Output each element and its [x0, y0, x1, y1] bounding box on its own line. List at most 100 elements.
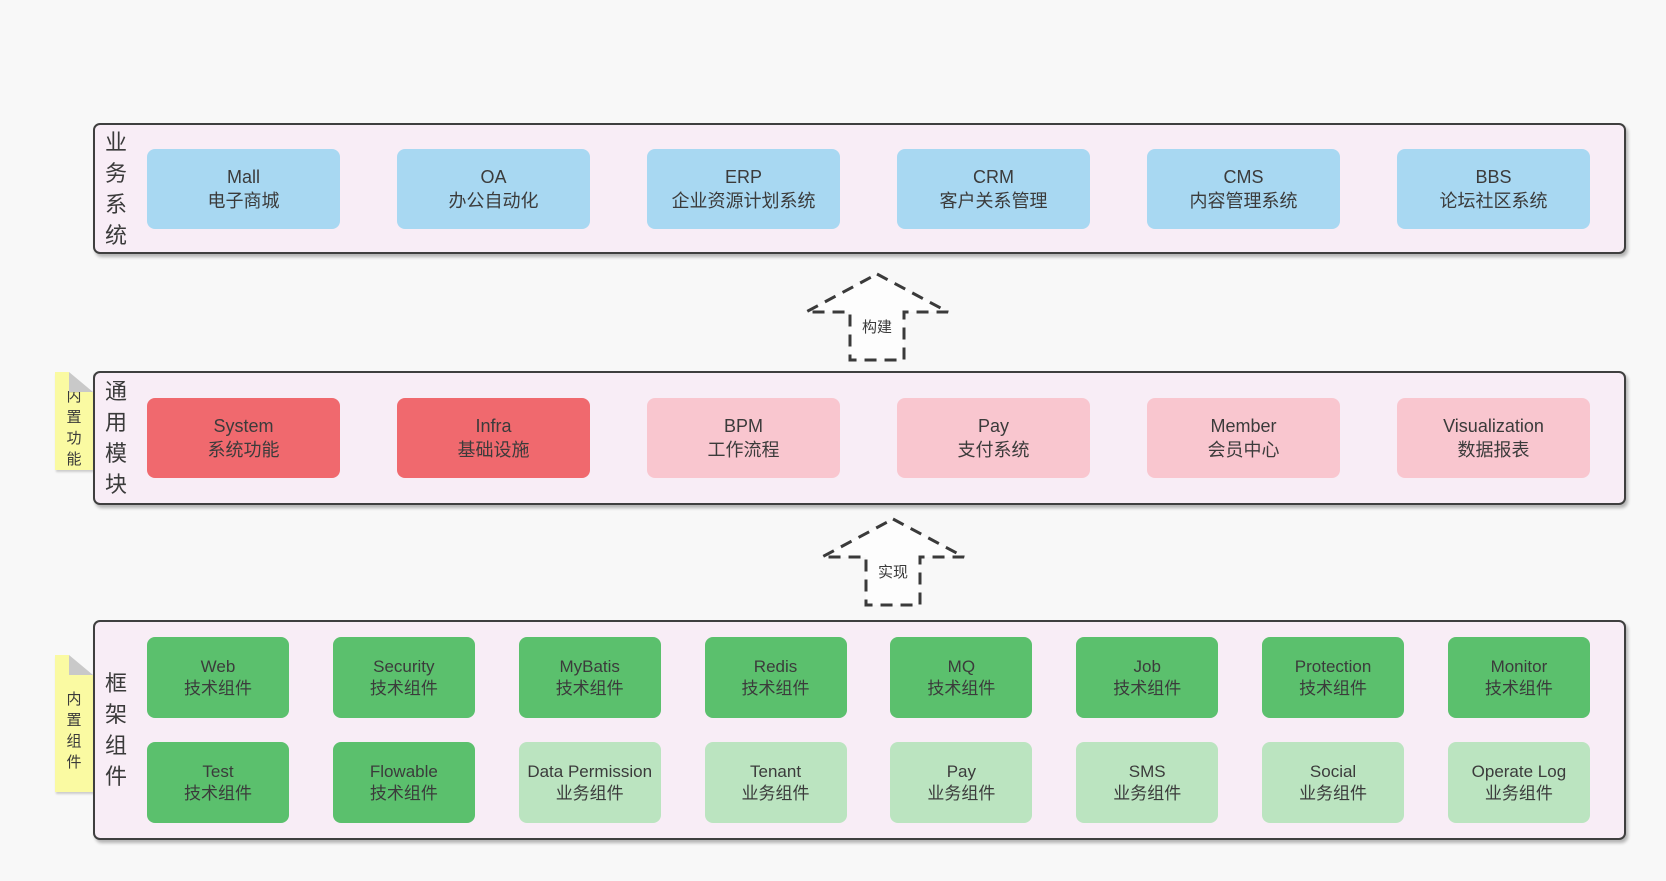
box-title: BPM: [723, 416, 763, 436]
box-subtitle: 系统功能: [207, 440, 280, 460]
box-subtitle: 技术组件: [1299, 678, 1368, 698]
box-security: Security 技术组件: [332, 637, 475, 718]
box-title: BBS: [1475, 166, 1512, 187]
box-pay-business: Pay 业务组件: [890, 742, 1033, 823]
build-arrow-icon: 构建: [805, 272, 949, 362]
box-subtitle: 电子商城: [207, 190, 280, 211]
box-subtitle: 技术组件: [1113, 678, 1182, 698]
box-title: Pay: [977, 416, 1010, 436]
framework-components-row-2: Test 技术组件 Flowable 技术组件 Data Permission …: [147, 742, 1590, 823]
box-title: OA: [480, 166, 507, 187]
box-sms: SMS 业务组件: [1076, 742, 1219, 823]
box-title: Social: [1309, 761, 1357, 781]
box-oa: OA 办公自动化: [397, 148, 590, 229]
box-bbs: BBS 论坛社区系统: [1397, 148, 1590, 229]
box-data-permission: Data Permission 业务组件: [518, 742, 661, 823]
box-title: Visualization: [1443, 416, 1544, 436]
box-pay: Pay 支付系统: [897, 398, 1090, 478]
box-title: Protection: [1294, 656, 1372, 676]
box-subtitle: 业务组件: [741, 783, 810, 803]
box-monitor: Monitor 技术组件: [1447, 637, 1590, 718]
box-subtitle: 业务组件: [1299, 783, 1368, 803]
box-title: Data Permission: [527, 761, 653, 781]
common-modules-row: System 系统功能 Infra 基础设施 BPM 工作流程 Pay 支付系统…: [147, 398, 1590, 478]
box-subtitle: 支付系统: [957, 440, 1030, 460]
box-tenant: Tenant 业务组件: [704, 742, 847, 823]
box-subtitle: 技术组件: [369, 783, 438, 803]
box-crm: CRM 客户关系管理: [897, 148, 1090, 229]
box-subtitle: 数据报表: [1457, 440, 1530, 460]
framework-components-row-1: Web 技术组件 Security 技术组件 MyBatis 技术组件 Redi…: [147, 637, 1590, 718]
box-title: MQ: [947, 656, 976, 676]
box-title: Mall: [226, 166, 260, 187]
box-title: System: [213, 416, 274, 436]
box-title: Member: [1210, 416, 1277, 436]
box-subtitle: 业务组件: [927, 783, 996, 803]
box-subtitle: 办公自动化: [448, 190, 539, 211]
box-title: Redis: [753, 656, 798, 676]
box-member: Member 会员中心: [1147, 398, 1340, 478]
layer-label: 业务系统: [104, 129, 127, 248]
layer-common-modules: 通用模块 System 系统功能 Infra 基础设施 BPM 工作流程 Pay…: [93, 371, 1626, 505]
box-subtitle: 技术组件: [184, 678, 252, 698]
box-subtitle: 论坛社区系统: [1439, 190, 1548, 211]
layer-business-systems: 业务系统 Mall 电子商城 OA 办公自动化 ERP 企业资源计划系统 CRM…: [93, 123, 1626, 254]
sticky-note-text: 内置功能: [66, 388, 82, 468]
box-title: Web: [200, 656, 236, 676]
box-web: Web 技术组件: [147, 637, 289, 718]
box-subtitle: 技术组件: [741, 678, 810, 698]
box-flowable: Flowable 技术组件: [332, 742, 475, 823]
box-infra: Infra 基础设施: [397, 398, 590, 478]
layer-framework-components: 框架组件 Web 技术组件 Security 技术组件 MyBatis 技术组件…: [93, 620, 1626, 840]
box-visualization: Visualization 数据报表: [1397, 398, 1590, 478]
sticky-note-builtin-components: 内置组件: [55, 655, 93, 792]
box-subtitle: 工作流程: [707, 440, 780, 460]
box-title: Tenant: [750, 761, 802, 781]
box-mq: MQ 技术组件: [890, 637, 1033, 718]
box-cms: CMS 内容管理系统: [1147, 148, 1340, 229]
box-title: Job: [1133, 656, 1161, 676]
box-title: Infra: [475, 416, 512, 436]
sticky-note-text: 内置组件: [66, 690, 82, 771]
box-subtitle: 技术组件: [184, 783, 252, 803]
box-subtitle: 内容管理系统: [1189, 190, 1298, 211]
sticky-note-builtin-features: 内置功能: [55, 372, 93, 470]
box-system: System 系统功能: [147, 398, 340, 478]
box-subtitle: 业务组件: [1113, 783, 1182, 803]
box-mybatis: MyBatis 技术组件: [518, 637, 661, 718]
box-subtitle: 业务组件: [1484, 783, 1553, 803]
layer-label: 框架组件: [104, 671, 127, 789]
box-title: CMS: [1223, 166, 1264, 187]
arrow-label: 构建: [862, 319, 892, 336]
box-title: SMS: [1128, 761, 1166, 781]
box-subtitle: 技术组件: [555, 678, 624, 698]
box-subtitle: 业务组件: [555, 783, 624, 803]
box-subtitle: 技术组件: [927, 678, 996, 698]
box-protection: Protection 技术组件: [1262, 637, 1405, 718]
box-social: Social 业务组件: [1262, 742, 1405, 823]
box-title: Flowable: [369, 761, 438, 781]
box-title: Operate Log: [1471, 761, 1567, 781]
box-title: CRM: [973, 166, 1014, 187]
box-subtitle: 技术组件: [369, 678, 438, 698]
box-subtitle: 技术组件: [1484, 678, 1553, 698]
implement-arrow-icon: 实现: [821, 517, 965, 607]
business-systems-row: Mall 电子商城 OA 办公自动化 ERP 企业资源计划系统 CRM 客户关系…: [147, 148, 1590, 229]
box-subtitle: 会员中心: [1207, 440, 1280, 460]
box-subtitle: 客户关系管理: [939, 190, 1048, 211]
box-bpm: BPM 工作流程: [647, 398, 840, 478]
box-mall: Mall 电子商城: [147, 148, 340, 229]
box-test: Test 技术组件: [147, 742, 289, 823]
box-title: Security: [373, 656, 435, 676]
box-redis: Redis 技术组件: [704, 637, 847, 718]
box-subtitle: 企业资源计划系统: [671, 190, 816, 211]
box-title: Test: [202, 761, 234, 781]
arrow-label: 实现: [878, 564, 908, 581]
box-title: MyBatis: [559, 656, 620, 676]
box-subtitle: 基础设施: [457, 440, 530, 460]
box-title: Pay: [946, 761, 977, 781]
box-title: Monitor: [1490, 656, 1548, 676]
box-job: Job 技术组件: [1076, 637, 1219, 718]
layer-label: 通用模块: [104, 379, 127, 497]
box-erp: ERP 企业资源计划系统: [647, 148, 840, 229]
